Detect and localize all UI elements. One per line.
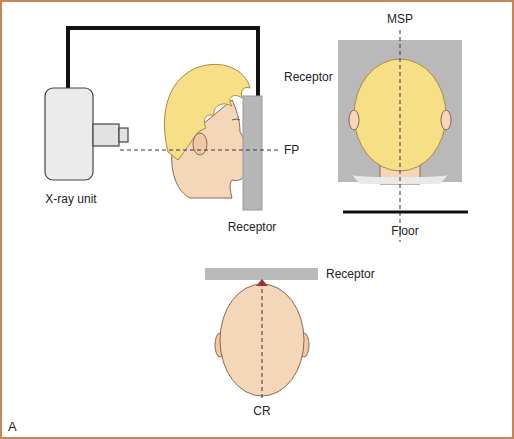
floor-label: Floor: [391, 224, 418, 238]
unit-label: X-ray unit: [45, 192, 96, 206]
plane-label: MSP: [387, 12, 413, 26]
floor-line: [343, 211, 468, 214]
fp-line: [120, 150, 280, 151]
msp-line: [400, 30, 401, 242]
plane-label: FP: [284, 143, 299, 157]
ray-label: CR: [253, 404, 270, 418]
xray-tube-housing: [45, 88, 93, 180]
receptor-label: Receptor: [228, 220, 277, 234]
cr-line: [262, 282, 263, 400]
receptor-label: Receptor: [326, 267, 375, 281]
xray-collimator: [93, 124, 119, 146]
xray-port: [119, 128, 128, 142]
side-receptor: [243, 96, 262, 210]
panel-letter: A: [8, 420, 17, 434]
side-head: [164, 64, 250, 198]
top-receptor: [205, 268, 318, 280]
receptor-label: Receptor: [284, 70, 333, 84]
